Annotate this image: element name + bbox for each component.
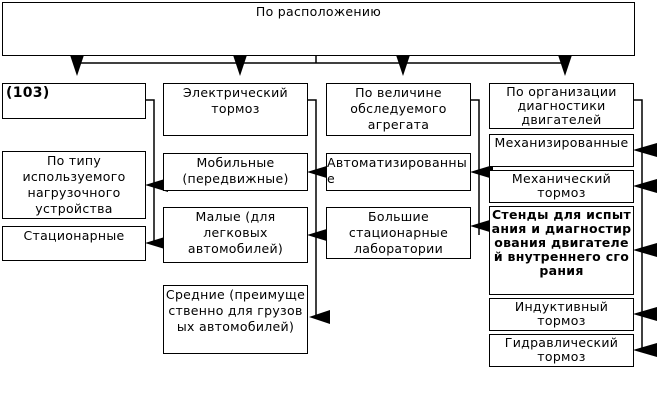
- col4-item: Механический тормоз: [489, 170, 634, 203]
- col3-item: Автоматизированные: [326, 153, 471, 191]
- col2-item: Малые (для легковых автомобилей): [163, 207, 308, 263]
- connector-col2: [307, 99, 317, 318]
- col2-header: Электрический тормоз: [163, 83, 308, 136]
- arrow-left: [633, 179, 657, 193]
- col2-item: Мобильные (передвижные): [163, 153, 308, 191]
- col3-item: Большие стационарные лаборатории: [326, 207, 471, 259]
- connector-col1: [145, 99, 155, 243]
- col2-item: Средние (преимущественно для грузовых ав…: [163, 285, 308, 354]
- connector-col3: [470, 99, 480, 235]
- arrow-left: [145, 178, 168, 192]
- connector-col4: [633, 99, 643, 350]
- arrow-left: [145, 236, 168, 250]
- arrow-down-col3: [396, 55, 410, 76]
- arrow-left: [470, 165, 493, 179]
- arrow-left: [633, 243, 657, 257]
- col4-item: Механизированные: [489, 134, 634, 167]
- root-label: По расположению: [255, 4, 382, 19]
- col3-header: По величине обследуемого агрегата: [326, 83, 471, 136]
- arrow-left: [633, 307, 657, 321]
- col1-item: По типу используемого нагрузочного устро…: [2, 151, 146, 219]
- col4-item: Гидравлический тормоз: [489, 334, 634, 367]
- arrow-left: [633, 143, 657, 157]
- arrow-down-col1: [70, 55, 84, 76]
- arrow-down-col4: [558, 55, 572, 76]
- arrow-left: [633, 343, 657, 357]
- arrow-left: [309, 310, 330, 324]
- root-box: По расположению: [2, 2, 635, 56]
- col4-header: По организации диагностики двигателей: [489, 83, 634, 129]
- col1-item: Стационарные: [2, 226, 146, 261]
- col1-header: (103): [2, 83, 146, 119]
- col4-item: Индуктивный тормоз: [489, 298, 634, 331]
- arrow-left: [470, 219, 493, 233]
- arrow-left: [307, 228, 330, 242]
- arrow-left: [307, 165, 330, 179]
- col4-item-engine-stands: Стенды для испытания и диагностирования …: [489, 206, 634, 295]
- arrow-down-col2: [233, 55, 247, 76]
